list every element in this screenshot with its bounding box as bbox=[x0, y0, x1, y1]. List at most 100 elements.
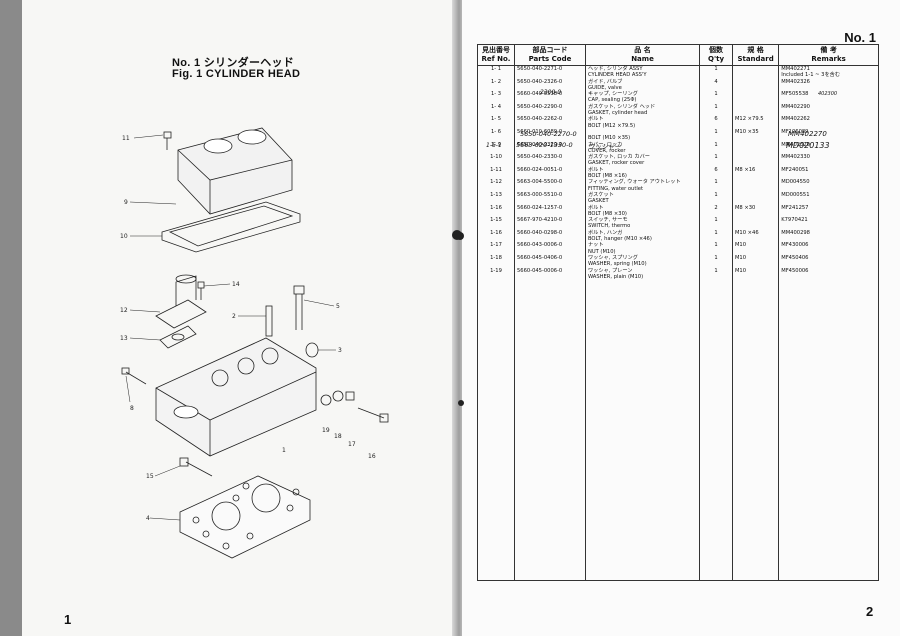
qty-cell: 1 bbox=[699, 229, 733, 243]
name-cell-name: GASKET bbox=[587, 198, 609, 205]
remarks-cell-remarks: MF241257 bbox=[781, 204, 809, 211]
name-cell-name: WASHER, plain (M10) bbox=[587, 273, 644, 280]
name-cell-name-jp: ガスケット, ロッカ カバー bbox=[587, 154, 650, 161]
ref-cell: 1- 4 bbox=[477, 103, 515, 117]
handwritten-code-1-5-1: 5663-020-1330-0 bbox=[516, 141, 573, 149]
empty-cell bbox=[477, 280, 515, 582]
name-cell-name: GUIDE, valve bbox=[587, 84, 622, 91]
thermo-switch bbox=[185, 461, 213, 477]
ref-cell: 1-16 bbox=[477, 229, 515, 243]
ref-cell: 1-11 bbox=[477, 166, 515, 180]
qty-cell-qty: 1 bbox=[714, 66, 718, 72]
ref-cell: 1- 9 bbox=[477, 141, 515, 155]
handwritten-guide-code: 2300-0 bbox=[540, 89, 562, 96]
empty-cell bbox=[584, 280, 701, 582]
code-cell-code: 5667-970-4210-0 bbox=[517, 217, 563, 224]
code-cell-code: 5660-024-1257-0 bbox=[517, 204, 563, 211]
cylinder-head bbox=[155, 337, 317, 457]
remarks-cell: MM402290 bbox=[778, 103, 879, 117]
valve-guide bbox=[265, 305, 273, 337]
ref-cell: 1-12 bbox=[477, 179, 515, 192]
table-number-title: No. 1 bbox=[844, 30, 876, 45]
qty-cell: 1 bbox=[699, 267, 733, 281]
water-outlet-fitting bbox=[155, 299, 207, 329]
callout-5: 5 bbox=[336, 303, 340, 310]
name-cell-name: BOLT (M8 ×16) bbox=[587, 173, 627, 180]
qty-cell: 1 bbox=[699, 217, 733, 230]
name-cell-name: CYLINDER HEAD ASS'Y bbox=[587, 72, 647, 79]
empty-cell bbox=[731, 280, 780, 582]
callout-15: 15 bbox=[146, 473, 154, 480]
standard-cell-std: M10 bbox=[734, 267, 747, 274]
code-cell-code: 5660-040-0298-0 bbox=[517, 229, 563, 236]
qty-cell-qty: 6 bbox=[714, 116, 718, 123]
standard-cell: M10 ×35 bbox=[731, 128, 780, 142]
code-cell-code: 5650-040-2262-0 bbox=[517, 116, 563, 123]
ref-cell: 1- 1 bbox=[477, 65, 515, 79]
name-cell-name: FITTING, water outlet bbox=[587, 185, 644, 192]
ref-cell: 1-16 bbox=[477, 204, 515, 218]
standard-cell-std: M10 ×35 bbox=[734, 128, 759, 135]
remarks-cell-remarks: MM400298 bbox=[781, 229, 810, 236]
callout-18: 18 bbox=[334, 433, 342, 440]
cover-bolt bbox=[163, 131, 172, 139]
callout-11: 11 bbox=[122, 135, 130, 142]
remarks-cell-remarks: MF450006 bbox=[781, 267, 809, 274]
remarks-cell: MF430006 bbox=[778, 242, 879, 255]
name-cell-name: BOLT (M10 ×35) bbox=[587, 135, 631, 142]
name-cell-name-jp: ガイド, バルブ bbox=[587, 78, 623, 85]
code-cell: 5650-040-2271-0 bbox=[514, 65, 586, 79]
remarks-cell-remarks: MD004550 bbox=[781, 179, 810, 186]
code-cell: 5660-045-0406-0 bbox=[514, 254, 586, 268]
qty-cell: 1 bbox=[699, 179, 733, 192]
standard-cell bbox=[731, 141, 780, 155]
right-page-number: 2 bbox=[866, 604, 874, 619]
standard-cell-std: M8 ×16 bbox=[734, 166, 756, 173]
name-cell-name-jp: ガスケット bbox=[587, 191, 614, 198]
remarks-cell-remarks: MD000551 bbox=[781, 191, 810, 198]
callout-2: 2 bbox=[232, 313, 236, 320]
binder-hole bbox=[458, 400, 464, 406]
remarks-cell-remarks: MF505538 bbox=[781, 91, 809, 98]
name-cell-name-jp: カバー, ロッカ bbox=[587, 141, 623, 148]
head-gasket bbox=[179, 475, 311, 559]
ref-cell-ref: 1-16 bbox=[490, 204, 502, 211]
qty-cell: 1 bbox=[699, 91, 733, 104]
ref-cell: 1-10 bbox=[477, 154, 515, 167]
ref-cell-ref: 1-12 bbox=[490, 179, 502, 186]
remarks-cell: MM402262 bbox=[778, 116, 879, 129]
code-cell: 5650-040-2290-0 bbox=[514, 103, 586, 117]
standard-cell bbox=[731, 179, 780, 192]
qty-cell-qty: 1 bbox=[714, 229, 718, 236]
name-cell-name-jp: キャップ, シーリング bbox=[587, 91, 638, 98]
callout-1: 1 bbox=[282, 447, 286, 454]
code-cell: 5660-045-0006-0 bbox=[514, 267, 586, 281]
remarks-cell-remarks: MF450406 bbox=[781, 254, 809, 261]
code-cell: 5650-040-2262-0 bbox=[514, 116, 586, 129]
ref-cell: 1- 6 bbox=[477, 128, 515, 142]
code-cell-code: 5663-000-5510-0 bbox=[517, 191, 563, 198]
qty-cell: 2 bbox=[699, 204, 733, 218]
empty-cell bbox=[699, 280, 733, 582]
left-page-number: 1 bbox=[64, 612, 72, 627]
standard-cell: M12 ×79.5 bbox=[731, 116, 780, 129]
ref-cell-ref: 1-16 bbox=[490, 229, 502, 236]
